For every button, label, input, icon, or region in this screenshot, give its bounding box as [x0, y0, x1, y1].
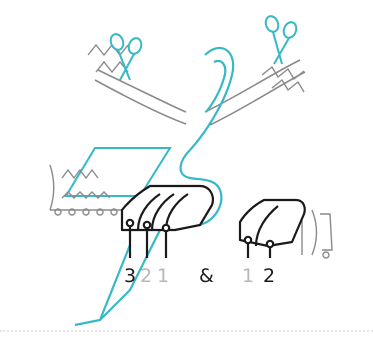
film-strip [49, 164, 130, 216]
label-3: 3 [124, 265, 136, 287]
label-2: 2 [140, 265, 152, 287]
label-right-1: 1 [242, 265, 254, 287]
folded-block-left [120, 184, 214, 258]
right-small-strip [261, 65, 305, 93]
scissors-icon [109, 33, 143, 81]
film-strip-right [301, 209, 333, 259]
scissors-icon [264, 15, 298, 65]
folded-block-right [238, 198, 306, 258]
dotted-divider [0, 330, 373, 332]
label-right-2: 2 [263, 265, 275, 287]
label-1: 1 [157, 265, 169, 287]
paper-sheet [64, 147, 172, 197]
left-small-strip [87, 43, 129, 74]
ampersand-label: & [199, 265, 214, 287]
